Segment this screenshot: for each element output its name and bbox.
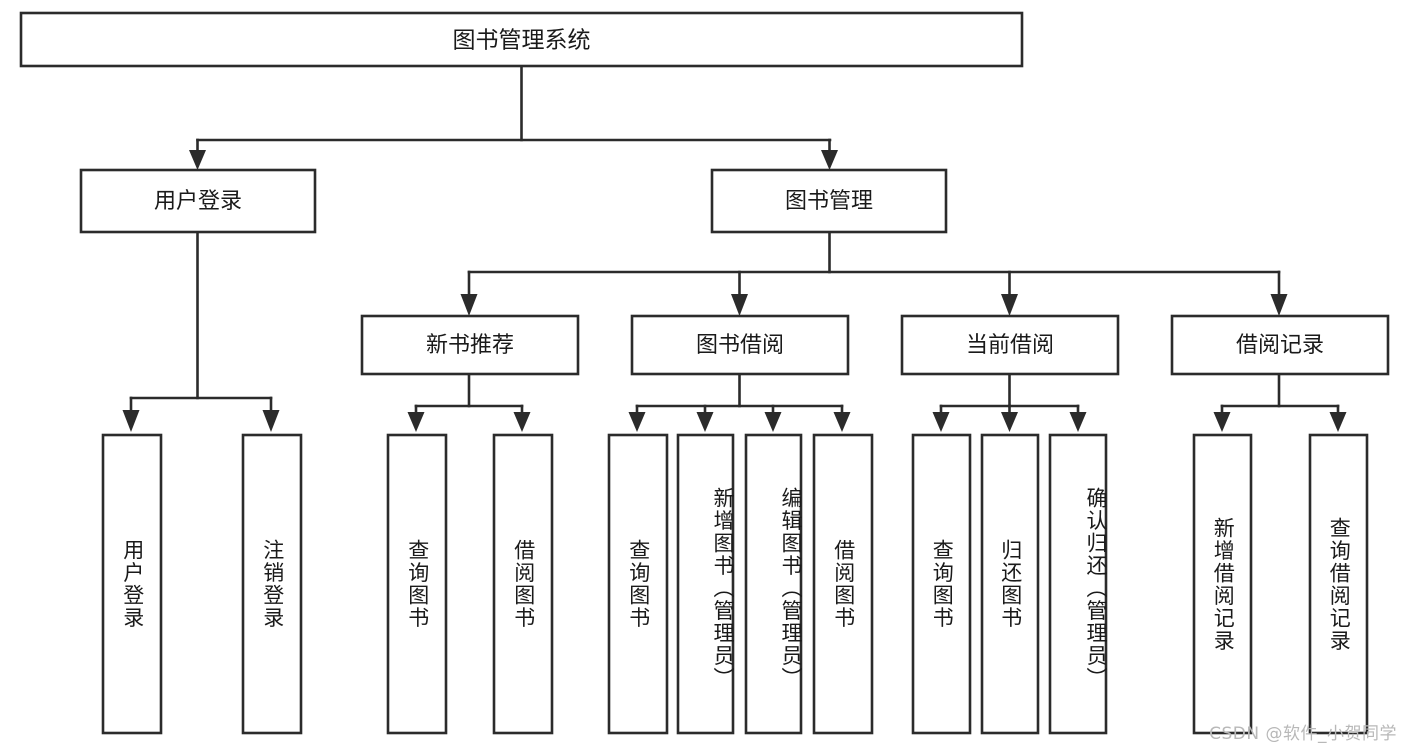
node-new-book-recommend[interactable]: 新书推荐 <box>360 314 580 376</box>
leaf-box-add-book-admin[interactable] <box>676 433 735 735</box>
arrow-head-newbook <box>460 294 478 316</box>
connector-group-newbook <box>407 372 531 432</box>
node-new-book-recommend-label: 新书推荐 <box>426 333 514 358</box>
node-user-login-box[interactable] <box>79 168 317 234</box>
node-book-management[interactable]: 图书管理 <box>710 168 948 234</box>
arrow-head-bookborrow-leaf-3 <box>764 412 782 432</box>
arrow-head-borrowrecord-leaf-1 <box>1213 412 1231 432</box>
arrow-head-bookborrow-leaf-4 <box>833 412 851 432</box>
arrow-head-newbook-leaf-2 <box>513 412 531 432</box>
leaf-box-query-borrow-record[interactable] <box>1308 433 1369 735</box>
leaf-box-return-book[interactable] <box>980 433 1040 735</box>
connector-group-bookborrow <box>628 372 851 432</box>
watermark-text: CSDN @软件_小贺同学 <box>1209 724 1397 744</box>
arrow-head-currentborrow <box>1001 294 1018 316</box>
node-borrow-record-label: 借阅记录 <box>1236 333 1324 358</box>
node-book-management-label: 图书管理 <box>785 189 873 214</box>
leaf-box-user-login[interactable] <box>101 433 163 735</box>
arrow-head-bookborrow-leaf-2 <box>696 412 714 432</box>
node-root-box[interactable] <box>19 11 1024 68</box>
node-book-borrow[interactable]: 图书借阅 <box>630 314 850 376</box>
node-current-borrow[interactable]: 当前借阅 <box>900 314 1120 376</box>
arrow-head-borrowrecord <box>1270 294 1288 316</box>
node-user-login[interactable]: 用户登录 <box>79 168 317 234</box>
arrow-head-bookborrow-leaf-1 <box>628 412 646 432</box>
node-book-borrow-label: 图书借阅 <box>696 333 784 358</box>
arrow-head-newbook-leaf-1 <box>407 412 425 432</box>
arrow-head-user-login-leaf <box>122 410 140 432</box>
arrow-head-borrowrecord-leaf-2 <box>1329 412 1347 432</box>
node-root-label: 图书管理系统 <box>453 28 591 54</box>
leaf-box-borrow-book-1[interactable] <box>492 433 554 735</box>
connector-group-userlogin <box>122 230 280 432</box>
leaf-box-borrow-book-2[interactable] <box>812 433 874 735</box>
node-borrow-record-box[interactable] <box>1170 314 1390 376</box>
arrow-head-userlogin <box>189 150 206 170</box>
arrow-head-bookborrow <box>731 294 748 316</box>
node-current-borrow-label: 当前借阅 <box>966 333 1054 358</box>
connector-group-currentborrow <box>932 372 1087 432</box>
node-root-system[interactable]: 图书管理系统 <box>19 11 1024 68</box>
leaf-box-add-borrow-record[interactable] <box>1192 433 1253 735</box>
arrow-head-currentborrow-leaf-2 <box>1001 412 1018 432</box>
connector-group-bookmgmt <box>460 230 1288 316</box>
connector-group-root <box>189 64 838 170</box>
node-book-borrow-box[interactable] <box>630 314 850 376</box>
leaf-box-logout[interactable] <box>241 433 303 735</box>
node-current-borrow-box[interactable] <box>900 314 1120 376</box>
node-borrow-record[interactable]: 借阅记录 <box>1170 314 1390 376</box>
node-book-management-box[interactable] <box>710 168 948 234</box>
leaf-box-edit-book-admin[interactable] <box>744 433 803 735</box>
leaf-box-query-book-3[interactable] <box>911 433 972 735</box>
node-user-login-label: 用户登录 <box>154 189 242 214</box>
leaf-box-query-book-2[interactable] <box>607 433 669 735</box>
connector-group-borrowrecord <box>1213 372 1347 432</box>
arrow-head-logout-leaf <box>262 410 280 432</box>
node-new-book-recommend-box[interactable] <box>360 314 580 376</box>
leaf-box-confirm-return-admin[interactable] <box>1048 433 1108 735</box>
arrow-head-currentborrow-leaf-1 <box>932 412 950 432</box>
leaf-box-query-book-1[interactable] <box>386 433 448 735</box>
arrow-head-currentborrow-leaf-3 <box>1069 412 1087 432</box>
arrow-head-bookmgmt <box>821 150 838 170</box>
